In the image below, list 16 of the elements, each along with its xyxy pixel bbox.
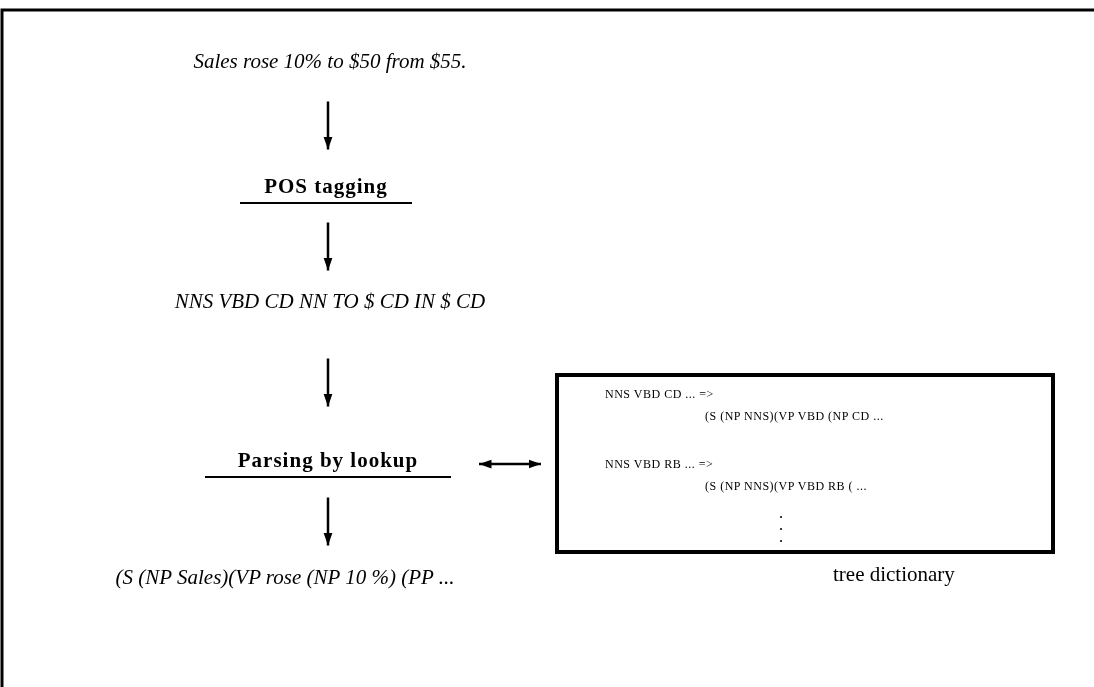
rule-text: NNS VBD CD ... =>	[605, 387, 714, 402]
process-heading: Parsing by lookup	[205, 444, 451, 478]
arrow	[323, 358, 333, 407]
arrow	[323, 222, 333, 271]
rule-text: NNS VBD RB ... =>	[605, 457, 714, 472]
rule-text: (S (NP NNS)(VP VBD (NP CD ...	[705, 409, 884, 424]
sentence-text: NNS VBD CD NN TO $ CD IN $ CD	[174, 288, 486, 314]
arrow	[479, 459, 541, 469]
sentence-text: (S (NP Sales)(VP rose (NP 10 %) (PP ...	[115, 564, 455, 590]
box-label: tree dictionary	[833, 562, 955, 587]
arrow	[323, 101, 333, 150]
sentence-text: Sales rose 10% to $50 from $55.	[193, 48, 467, 74]
rule-text: (S (NP NNS)(VP VBD RB ( ...	[705, 479, 868, 494]
process-heading: POS tagging	[240, 170, 412, 204]
arrow	[323, 497, 333, 546]
dictionary-box	[555, 373, 1055, 554]
